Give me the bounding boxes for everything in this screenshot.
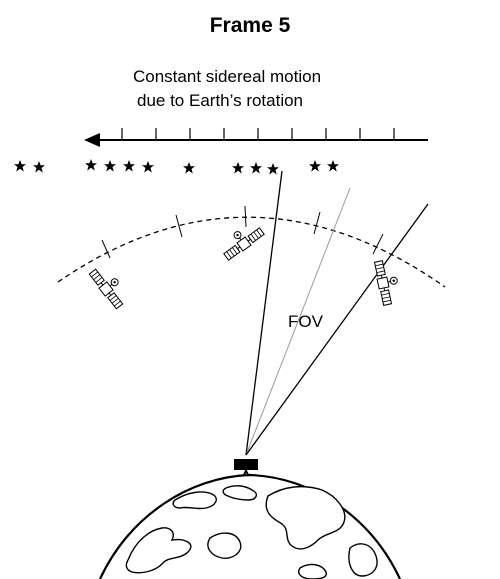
fov-label: FOV xyxy=(288,312,323,331)
star-icon xyxy=(142,161,154,173)
star-icon xyxy=(327,160,339,172)
star-icon xyxy=(123,160,135,172)
caption-line-1: Constant sidereal motion xyxy=(133,67,322,86)
star-icon xyxy=(309,160,321,172)
star-icon xyxy=(104,160,116,172)
sidereal-motion-arrow xyxy=(84,128,428,147)
orbit-arc xyxy=(57,216,446,288)
star-icon xyxy=(267,163,279,175)
satellite-icon xyxy=(88,262,132,310)
frame-title: Frame 5 xyxy=(209,14,291,37)
earth-globe xyxy=(99,473,401,579)
star-icon xyxy=(33,161,45,173)
caption-line-2: due to Earth’s rotation xyxy=(137,91,304,110)
orbit-tick-marks xyxy=(101,205,384,259)
field-of-view xyxy=(245,170,429,456)
star-icon xyxy=(14,160,26,172)
star-icon xyxy=(183,162,195,174)
star-icon xyxy=(250,162,262,174)
satellite-icon xyxy=(217,218,266,262)
star-field xyxy=(14,159,339,175)
satellite-icon xyxy=(373,257,403,307)
star-icon xyxy=(232,162,244,174)
star-icon xyxy=(85,159,97,171)
